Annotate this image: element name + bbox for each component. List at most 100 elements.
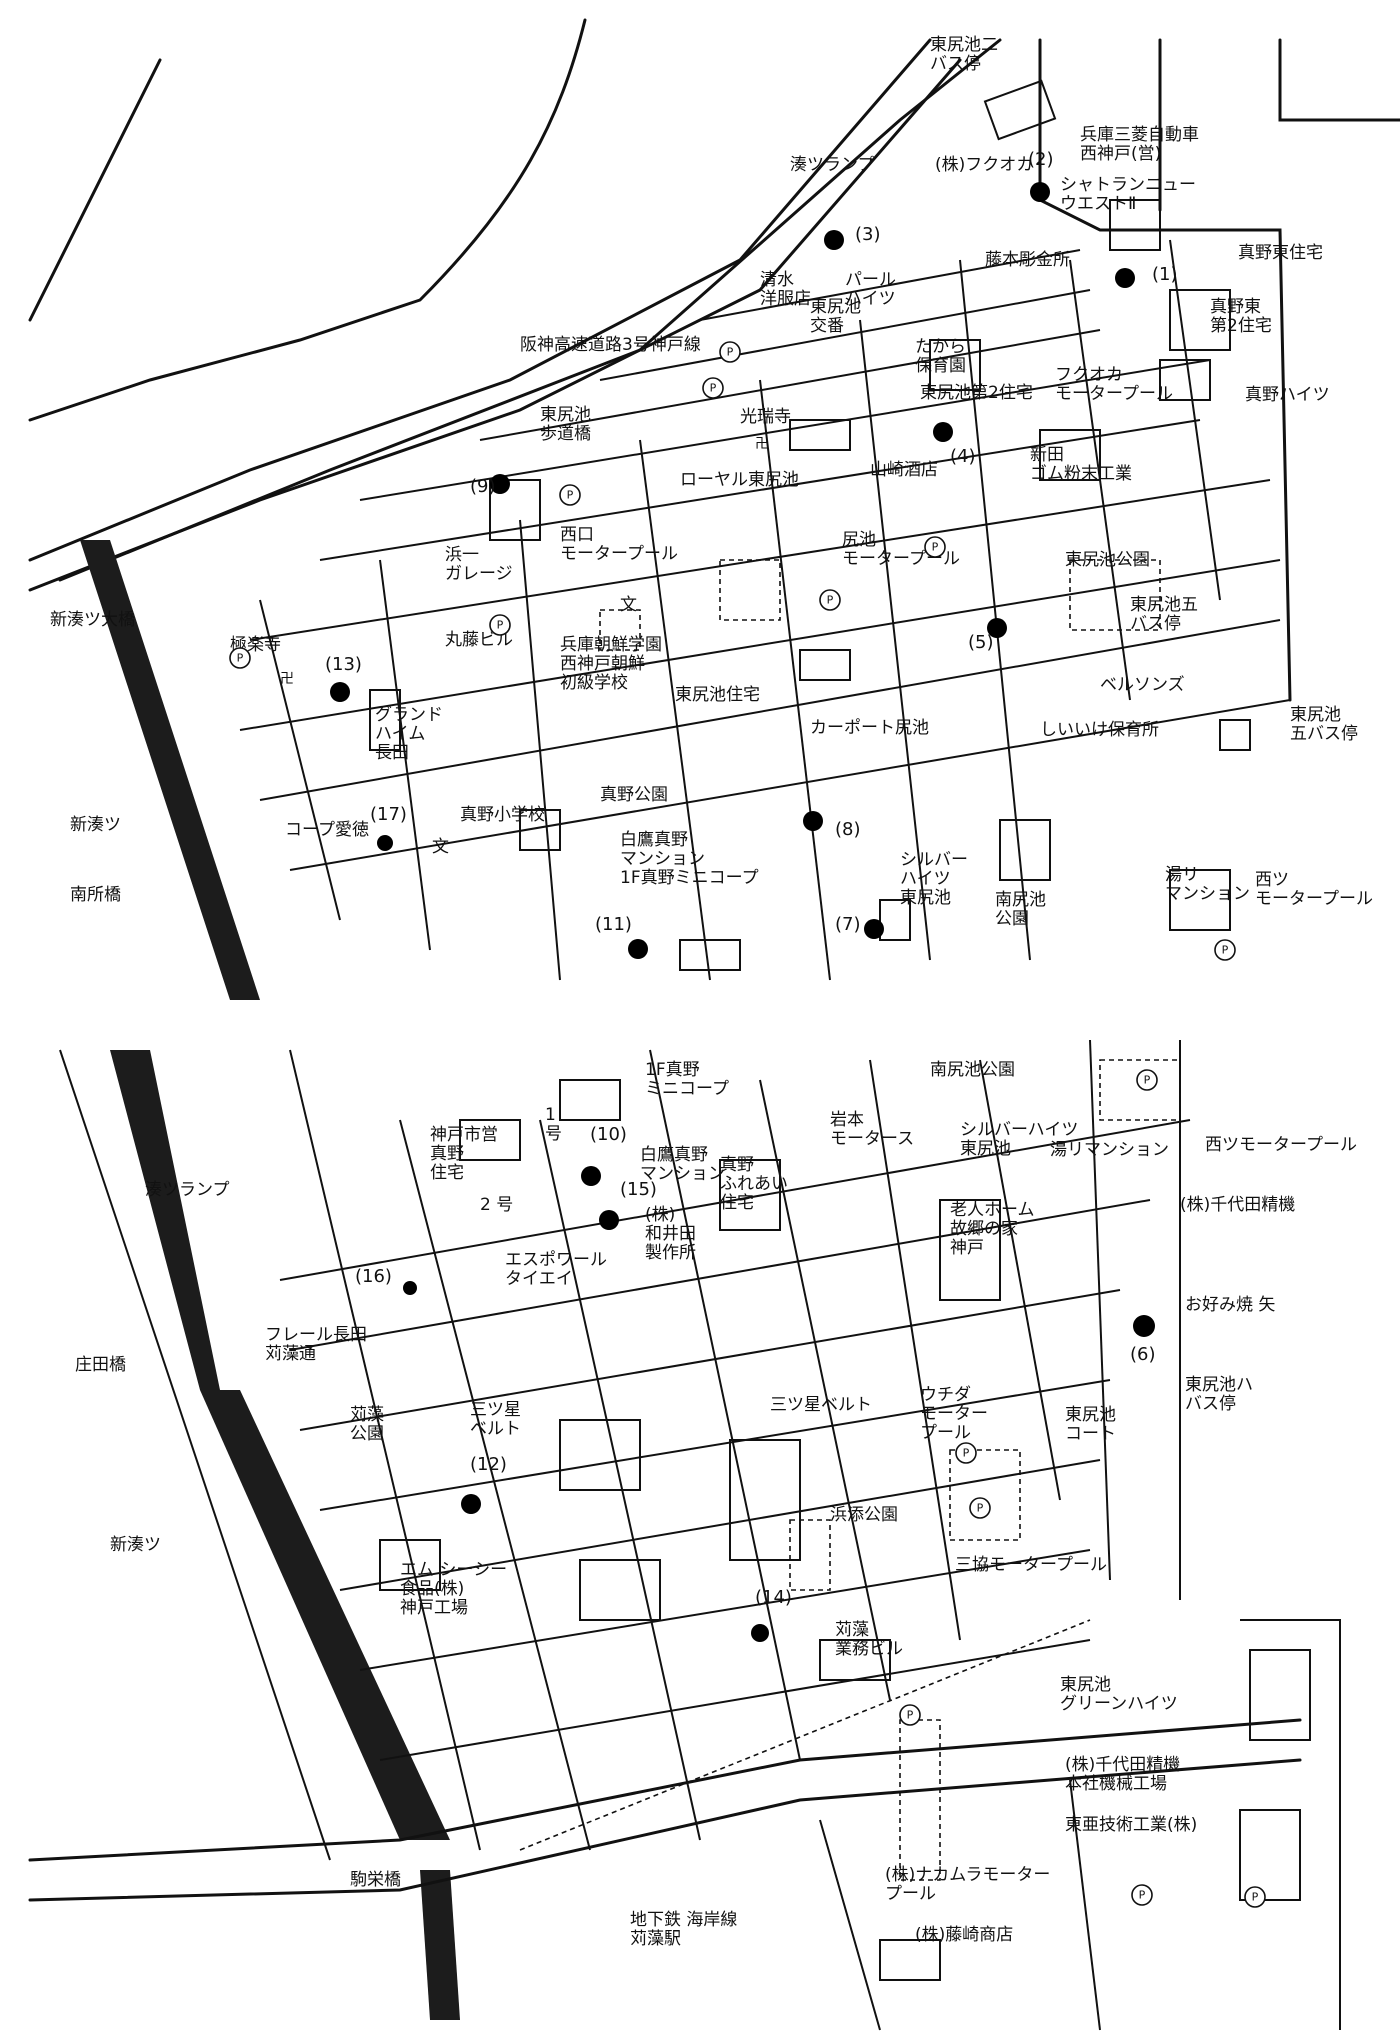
svg-text:P: P (977, 1502, 984, 1515)
number-label: (2) (1028, 149, 1054, 170)
label-green: 東尻池グリーンハイツ (1060, 1675, 1178, 1714)
label-hamazoe: 浜添公園 (830, 1505, 898, 1525)
marker-2[interactable] (1030, 182, 1050, 202)
label-park: 東尻池公園 (1065, 550, 1150, 570)
marker-5[interactable] (987, 618, 1007, 638)
svg-text:P: P (1222, 944, 1229, 957)
marker-3[interactable] (824, 230, 844, 250)
labels-layer: 東尻池二バス停兵庫三菱自動車西神戸(営)シャトランニューウエストⅡ(株)フクオカ… (50, 35, 1373, 1949)
street-grid-bottom (28, 1039, 1341, 2031)
number-label: (16) (355, 1266, 392, 1287)
label-espoir: エスポワールタイエイ (505, 1250, 607, 1289)
number-label: (4) (950, 446, 976, 467)
marker-9[interactable] (490, 474, 510, 494)
parking-icon: P (719, 341, 741, 363)
label-grand: グランドハイム長田 (375, 705, 443, 763)
label-mitsuboshi2: 三ツ星ベルト (770, 1395, 872, 1415)
parking-icon: P (702, 377, 724, 399)
label-shinminato2: 新湊ツ (110, 1535, 161, 1555)
label-yuri: 湯リマンション (1165, 865, 1250, 904)
label-shiei: 神戸市営真野住宅 (430, 1125, 498, 1183)
label-bellsons: ベルソンズ (1100, 675, 1185, 695)
svg-text:P: P (1252, 1891, 1259, 1904)
svg-text:P: P (1139, 1889, 1146, 1902)
marker-1[interactable] (1115, 268, 1135, 288)
label-wakaida: (株)和井田製作所 (645, 1205, 696, 1263)
marker-12[interactable] (461, 1494, 481, 1514)
parking-icon: P (559, 484, 581, 506)
school-icon: 文 (432, 837, 449, 857)
number-label: (17) (370, 804, 407, 825)
label-h-jutaku: 東尻池住宅 (675, 685, 760, 705)
parking-icon: P (1136, 1069, 1158, 1091)
marker-17[interactable] (377, 835, 393, 851)
svg-text:P: P (1144, 1074, 1151, 1087)
label-okonomi: お好み焼 矢 (1185, 1295, 1275, 1315)
river-shinminato-top (80, 540, 260, 1000)
parking-icon: P (819, 589, 841, 611)
road-left-edge (28, 58, 162, 322)
buildings-top (369, 79, 1251, 971)
number-label: (1) (1152, 264, 1178, 285)
marker-11[interactable] (628, 939, 648, 959)
marker-8[interactable] (803, 811, 823, 831)
label-shiratori2: 白鷹真野マンション (640, 1144, 725, 1184)
marker-14[interactable] (751, 1624, 769, 1642)
expressway-upper (28, 38, 932, 562)
river-tail-bottom (420, 1870, 460, 2020)
label-pearl: パールハイツ (845, 270, 896, 309)
number-label: (8) (835, 819, 861, 840)
number-label: (7) (835, 914, 861, 935)
svg-text:P: P (907, 1709, 914, 1722)
marker-15[interactable] (599, 1210, 619, 1230)
label-mitsubishi: 兵庫三菱自動車西神戸(営) (1080, 125, 1199, 164)
parking-icon: P (955, 1442, 977, 1464)
marker-4[interactable] (933, 422, 953, 442)
number-label: (5) (968, 632, 994, 653)
temple-icon: 卍 (280, 671, 294, 687)
label-iwamoto: 岩本モータース (830, 1110, 914, 1149)
number-label: (13) (325, 654, 362, 675)
label-mitsuboshi1: 三ツ星ベルト (470, 1400, 521, 1439)
label-go2: 2 号 (480, 1195, 513, 1215)
number-label: (3) (855, 224, 881, 245)
label-yamazaki: 山崎酒店 (870, 460, 938, 480)
markers-top (330, 182, 1135, 959)
label-ramp2: 湊ツランプ (145, 1180, 230, 1200)
parking-icon: P (924, 536, 946, 558)
label-bus-hachi: 東尻池ハバス停 (1185, 1375, 1253, 1414)
label-h2-jutaku: 東尻池第2住宅 (920, 383, 1033, 403)
label-shiiike: しいいけ保育所 (1040, 720, 1159, 740)
label-shimizu: 清水洋服店 (760, 270, 811, 309)
number-label: (15) (620, 1179, 657, 1200)
label-bus-go2: 東尻池五バス停 (1290, 705, 1358, 744)
svg-text:P: P (497, 619, 504, 632)
label-nansho: 南所橋 (70, 885, 121, 905)
label-shinden: 新田ゴム粉末工業 (1030, 445, 1132, 484)
label-fujimoto: 藤本彫金所 (985, 250, 1070, 270)
road-ne2 (1278, 38, 1400, 122)
label-komagabashi: 駒栄橋 (350, 1870, 401, 1890)
svg-text:P: P (932, 541, 939, 554)
marker-10[interactable] (581, 1166, 601, 1186)
svg-text:P: P (963, 1447, 970, 1460)
river-upper-bottom (110, 1050, 220, 1390)
label-minami-park: 南尻池公園 (995, 890, 1046, 929)
marker-6[interactable] (1133, 1315, 1155, 1337)
parking-icon: P (229, 647, 251, 669)
markers-bottom (403, 1166, 1155, 1642)
number-label: (10) (590, 1124, 627, 1145)
label-nakamura: (株)ナカムラモータープール (885, 1865, 1050, 1904)
label-hodokyo: 東尻池歩道橋 (540, 405, 591, 444)
expressway-ramp (58, 38, 1002, 582)
marker-13[interactable] (330, 682, 350, 702)
number-label: (12) (470, 1454, 507, 1475)
marker-16[interactable] (403, 1281, 417, 1295)
label-rojin: 老人ホーム故郷の家神戸 (950, 1200, 1035, 1258)
label-mcc: エム シーシー食品(株)神戸工場 (400, 1560, 507, 1618)
label-minami-park2: 南尻池公園 (930, 1060, 1015, 1080)
marker-7[interactable] (864, 919, 884, 939)
road-top-edge (28, 18, 587, 422)
parking-icon: P (1244, 1886, 1266, 1908)
